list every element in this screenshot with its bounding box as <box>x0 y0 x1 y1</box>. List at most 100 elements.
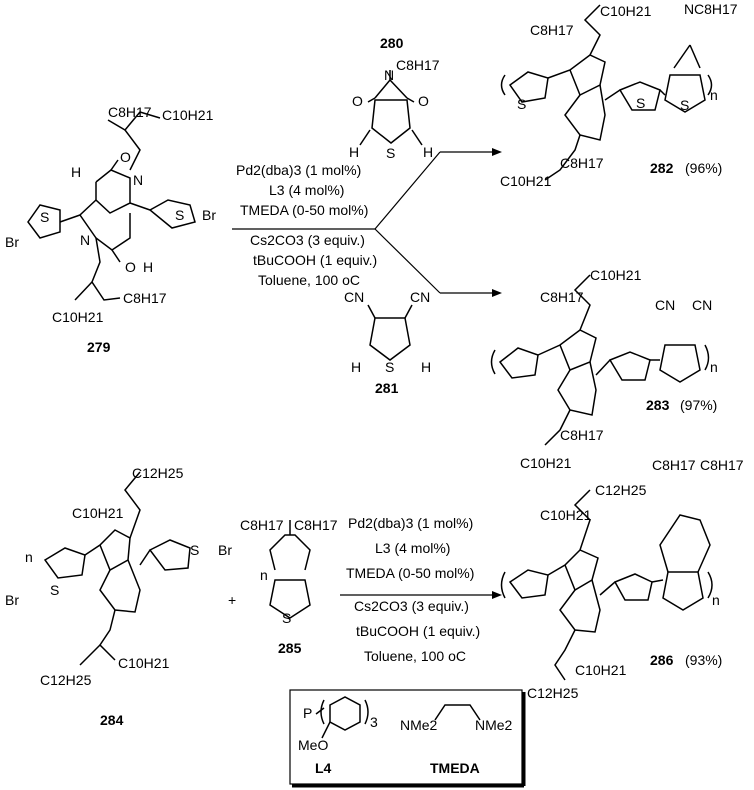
atom-s-2: S <box>175 207 184 223</box>
condition-top-2: L3 (4 mol%) <box>269 182 344 198</box>
compound-number-285: 285 <box>278 640 302 656</box>
condition-top-6: Toluene, 100 oC <box>258 272 360 288</box>
sub-282-c10b: C10H21 <box>500 173 552 189</box>
compound-number-282: 282 <box>650 160 674 176</box>
compound-number-279: 279 <box>87 339 111 355</box>
atom-n-2: N <box>80 232 90 248</box>
legend-l4: L4 <box>315 760 332 776</box>
repeat-n-283: n <box>710 359 718 375</box>
legend-box <box>289 689 526 788</box>
legend-subscript: 3 <box>370 714 378 730</box>
atom-o-2: O <box>125 259 136 275</box>
condition-bottom-1: Pd2(dba)3 (1 mol%) <box>348 515 473 531</box>
sub-282-c8: C8H17 <box>530 22 574 38</box>
atom-h-2: H <box>143 259 153 275</box>
condition-bottom-6: Toluene, 100 oC <box>364 648 466 664</box>
atom-h-281b: H <box>421 359 431 375</box>
sub-279-c10b: C10H21 <box>52 309 104 325</box>
sub-283-c8b: C8H17 <box>560 427 604 443</box>
yield-286: (93%) <box>685 652 722 668</box>
atom-s-284b: S <box>190 542 199 558</box>
atom-h-281a: H <box>351 359 361 375</box>
atom-n-282: N <box>684 1 694 17</box>
compound-284 <box>43 471 191 666</box>
sub-283-c10: C10H21 <box>590 267 642 283</box>
repeat-n-285: n <box>260 567 268 583</box>
repeat-n-284: n <box>25 549 33 565</box>
sub-286-c10b: C10H21 <box>575 662 627 678</box>
sub-286-c12b: C12H25 <box>527 685 579 701</box>
compound-number-286: 286 <box>650 652 674 668</box>
atom-h-280b: H <box>423 144 433 160</box>
yield-282: (96%) <box>685 160 722 176</box>
atom-h-280a: H <box>349 144 359 160</box>
atom-br-1: Br <box>5 234 19 250</box>
atom-o-280a: O <box>352 93 363 109</box>
sub-279-c8: C8H17 <box>108 104 152 120</box>
atom-s-281: S <box>385 359 394 375</box>
branched-arrow <box>232 148 502 297</box>
compound-285 <box>269 520 311 619</box>
atom-n-280: N <box>384 67 394 83</box>
legend-tmeda: TMEDA <box>430 760 480 776</box>
plus-sign: + <box>228 592 236 608</box>
atom-n-1: N <box>133 172 143 188</box>
conditions-bottom: Pd2(dba)3 (1 mol%) L3 (4 mol%) TMEDA (0-… <box>346 515 480 664</box>
compound-number-281: 281 <box>375 380 399 396</box>
condition-bottom-5: tBuCOOH (1 equiv.) <box>356 623 480 639</box>
condition-bottom-3: TMEDA (0-50 mol%) <box>346 565 474 581</box>
atom-o-280b: O <box>418 93 429 109</box>
sub-279-c8b: C8H17 <box>123 290 167 306</box>
atom-s-280: S <box>386 145 395 161</box>
sub-284-c10: C10H21 <box>72 505 124 521</box>
atom-s-282c: S <box>680 97 689 113</box>
compound-number-284: 284 <box>100 712 124 728</box>
condition-bottom-4: Cs2CO3 (3 equiv.) <box>354 598 469 614</box>
condition-top-5: tBuCOOH (1 equiv.) <box>253 252 377 268</box>
sub-284-c10b: C10H21 <box>118 655 170 671</box>
compound-number-283: 283 <box>646 397 670 413</box>
sub-284-c12b: C12H25 <box>40 672 92 688</box>
sub-282-c8c: C8H17 <box>560 155 604 171</box>
sub-283-c8: C8H17 <box>540 289 584 305</box>
sub-282-c10: C10H21 <box>600 3 652 19</box>
compound-286 <box>500 489 713 681</box>
condition-top-4: Cs2CO3 (3 equiv.) <box>250 232 365 248</box>
compound-283 <box>490 274 710 446</box>
atom-o-1: O <box>120 149 131 165</box>
repeat-n-286: n <box>712 592 720 608</box>
compound-279 <box>27 111 196 301</box>
conditions-top: Pd2(dba)3 (1 mol%) L3 (4 mol%) TMEDA (0-… <box>236 162 377 288</box>
sub-286-c8a: C8H17 <box>652 457 696 473</box>
sub-284-c12: C12H25 <box>132 465 184 481</box>
legend-p: P <box>303 705 312 721</box>
sub-285-c8b: C8H17 <box>294 517 338 533</box>
sub-280-c8: C8H17 <box>396 57 440 73</box>
compound-281 <box>367 304 413 361</box>
sub-281-cn-b: CN <box>410 289 430 305</box>
sub-286-c10: C10H21 <box>540 507 592 523</box>
sub-283-cn-b: CN <box>692 297 712 313</box>
yield-283: (97%) <box>680 397 717 413</box>
sub-281-cn-a: CN <box>344 289 364 305</box>
atom-s-285: S <box>282 610 291 626</box>
sub-279-c10: C10H21 <box>162 107 214 123</box>
legend-nme2-b: NMe2 <box>475 717 513 733</box>
atom-s-282: S <box>517 96 526 112</box>
compound-282 <box>500 4 713 181</box>
sub-282-c8b: C8H17 <box>694 1 738 17</box>
legend-meo: MeO <box>298 737 328 753</box>
bottom-arrow <box>340 591 502 599</box>
legend-nme2-a: NMe2 <box>400 717 438 733</box>
compound-280 <box>359 70 423 146</box>
sub-285-c8a: C8H17 <box>240 517 284 533</box>
atom-br-2: Br <box>202 207 216 223</box>
sub-283-c10b: C10H21 <box>520 455 572 471</box>
atom-br-284a: Br <box>5 592 19 608</box>
atom-br-284b: Br <box>218 542 232 558</box>
sub-286-c8b: C8H17 <box>700 457 744 473</box>
compound-number-280: 280 <box>380 35 404 51</box>
atom-s-1: S <box>40 209 49 225</box>
repeat-n-282: n <box>710 87 718 103</box>
